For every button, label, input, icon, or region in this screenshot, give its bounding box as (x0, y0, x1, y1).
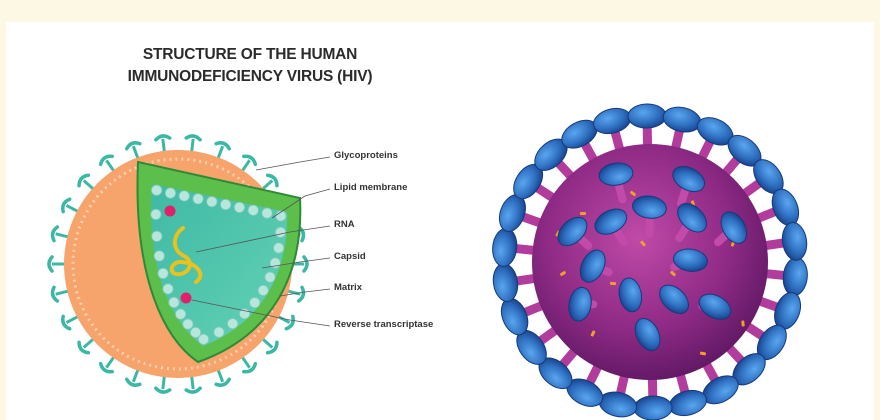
label-reverse-transcriptase: Reverse transcriptase (334, 319, 433, 330)
capsid-bead (165, 188, 175, 198)
spike-cap (634, 396, 672, 420)
glycoprotein-head (244, 364, 256, 372)
leader-glycoproteins (256, 157, 330, 170)
glycoprotein-stem (84, 180, 94, 189)
capsid-bead (220, 199, 230, 209)
spike-cap (661, 104, 703, 136)
capsid-bead (214, 327, 224, 337)
capsid-bead (227, 318, 237, 328)
spike-cap (491, 262, 520, 303)
glycoprotein-stem (163, 139, 165, 153)
glycoprotein-stem (262, 180, 272, 189)
spike-cap (591, 104, 634, 137)
label-capsid: Capsid (334, 251, 366, 262)
capsid-bead (193, 194, 203, 204)
capsid-bead (179, 191, 189, 201)
capsid-bead (234, 202, 244, 212)
glycoprotein-stem (56, 234, 70, 237)
glycoprotein-stem (106, 160, 114, 172)
surface-dot (580, 212, 586, 215)
capsid-bead (154, 251, 164, 261)
glycoprotein-stem (84, 338, 94, 347)
capsid-bead (250, 297, 260, 307)
hiv-cross-section (49, 136, 330, 392)
capsid-bead (265, 272, 275, 282)
capsid-bead (163, 284, 173, 294)
spike-cap (780, 221, 809, 262)
spike-cap (666, 386, 709, 419)
glycoprotein-stem (192, 139, 194, 153)
glycoprotein-stem (66, 316, 78, 323)
glycoprotein-head (304, 257, 307, 271)
label-rna: RNA (334, 219, 355, 230)
glycoprotein-head (244, 156, 256, 164)
capsid-bead (151, 209, 161, 219)
label-glycoproteins: Glycoproteins (334, 150, 398, 161)
glycoprotein-stem (163, 375, 165, 389)
glycoprotein-stem (133, 369, 138, 382)
capsid-bead (262, 208, 272, 218)
reverse-transcriptase-lower (181, 293, 192, 304)
capsid-bead (169, 297, 179, 307)
glycoprotein-stem (192, 375, 194, 389)
spike-cap (597, 389, 639, 420)
spike-cap (491, 227, 519, 267)
virus-illustration (491, 104, 809, 420)
spike-cap (628, 104, 666, 129)
label-matrix: Matrix (334, 282, 362, 293)
reverse-transcriptase-upper (165, 206, 176, 217)
glycoprotein-stem (66, 205, 78, 212)
capsid-bead (190, 327, 200, 337)
capsid-bead (275, 227, 285, 237)
spike-cap (781, 256, 809, 296)
glycoprotein-head (101, 156, 113, 164)
glycoprotein-stem (133, 146, 138, 159)
glycoprotein-stem (262, 338, 272, 347)
capsid-bead (151, 185, 161, 195)
glycoprotein-stem (218, 369, 223, 382)
capsid-bead (258, 285, 268, 295)
surface-dot (610, 282, 616, 286)
glycoprotein-head (101, 364, 113, 372)
surface-dot (741, 320, 745, 326)
glycoprotein-stem (56, 291, 70, 294)
capsid-bead (158, 268, 168, 278)
glycoprotein-head (49, 257, 52, 271)
capsid-bead (248, 205, 258, 215)
glycoprotein-stem (242, 160, 250, 172)
capsid-bead (183, 319, 193, 329)
label-lipid-membrane: Lipid membrane (334, 182, 407, 193)
capsid-bead (152, 231, 162, 241)
glycoprotein-stem (242, 356, 250, 368)
glycoprotein-stem (106, 356, 114, 368)
capsid-bead (274, 243, 284, 253)
capsid-bead (175, 309, 185, 319)
glycoprotein-stem (218, 146, 223, 159)
capsid-bead (207, 196, 217, 206)
